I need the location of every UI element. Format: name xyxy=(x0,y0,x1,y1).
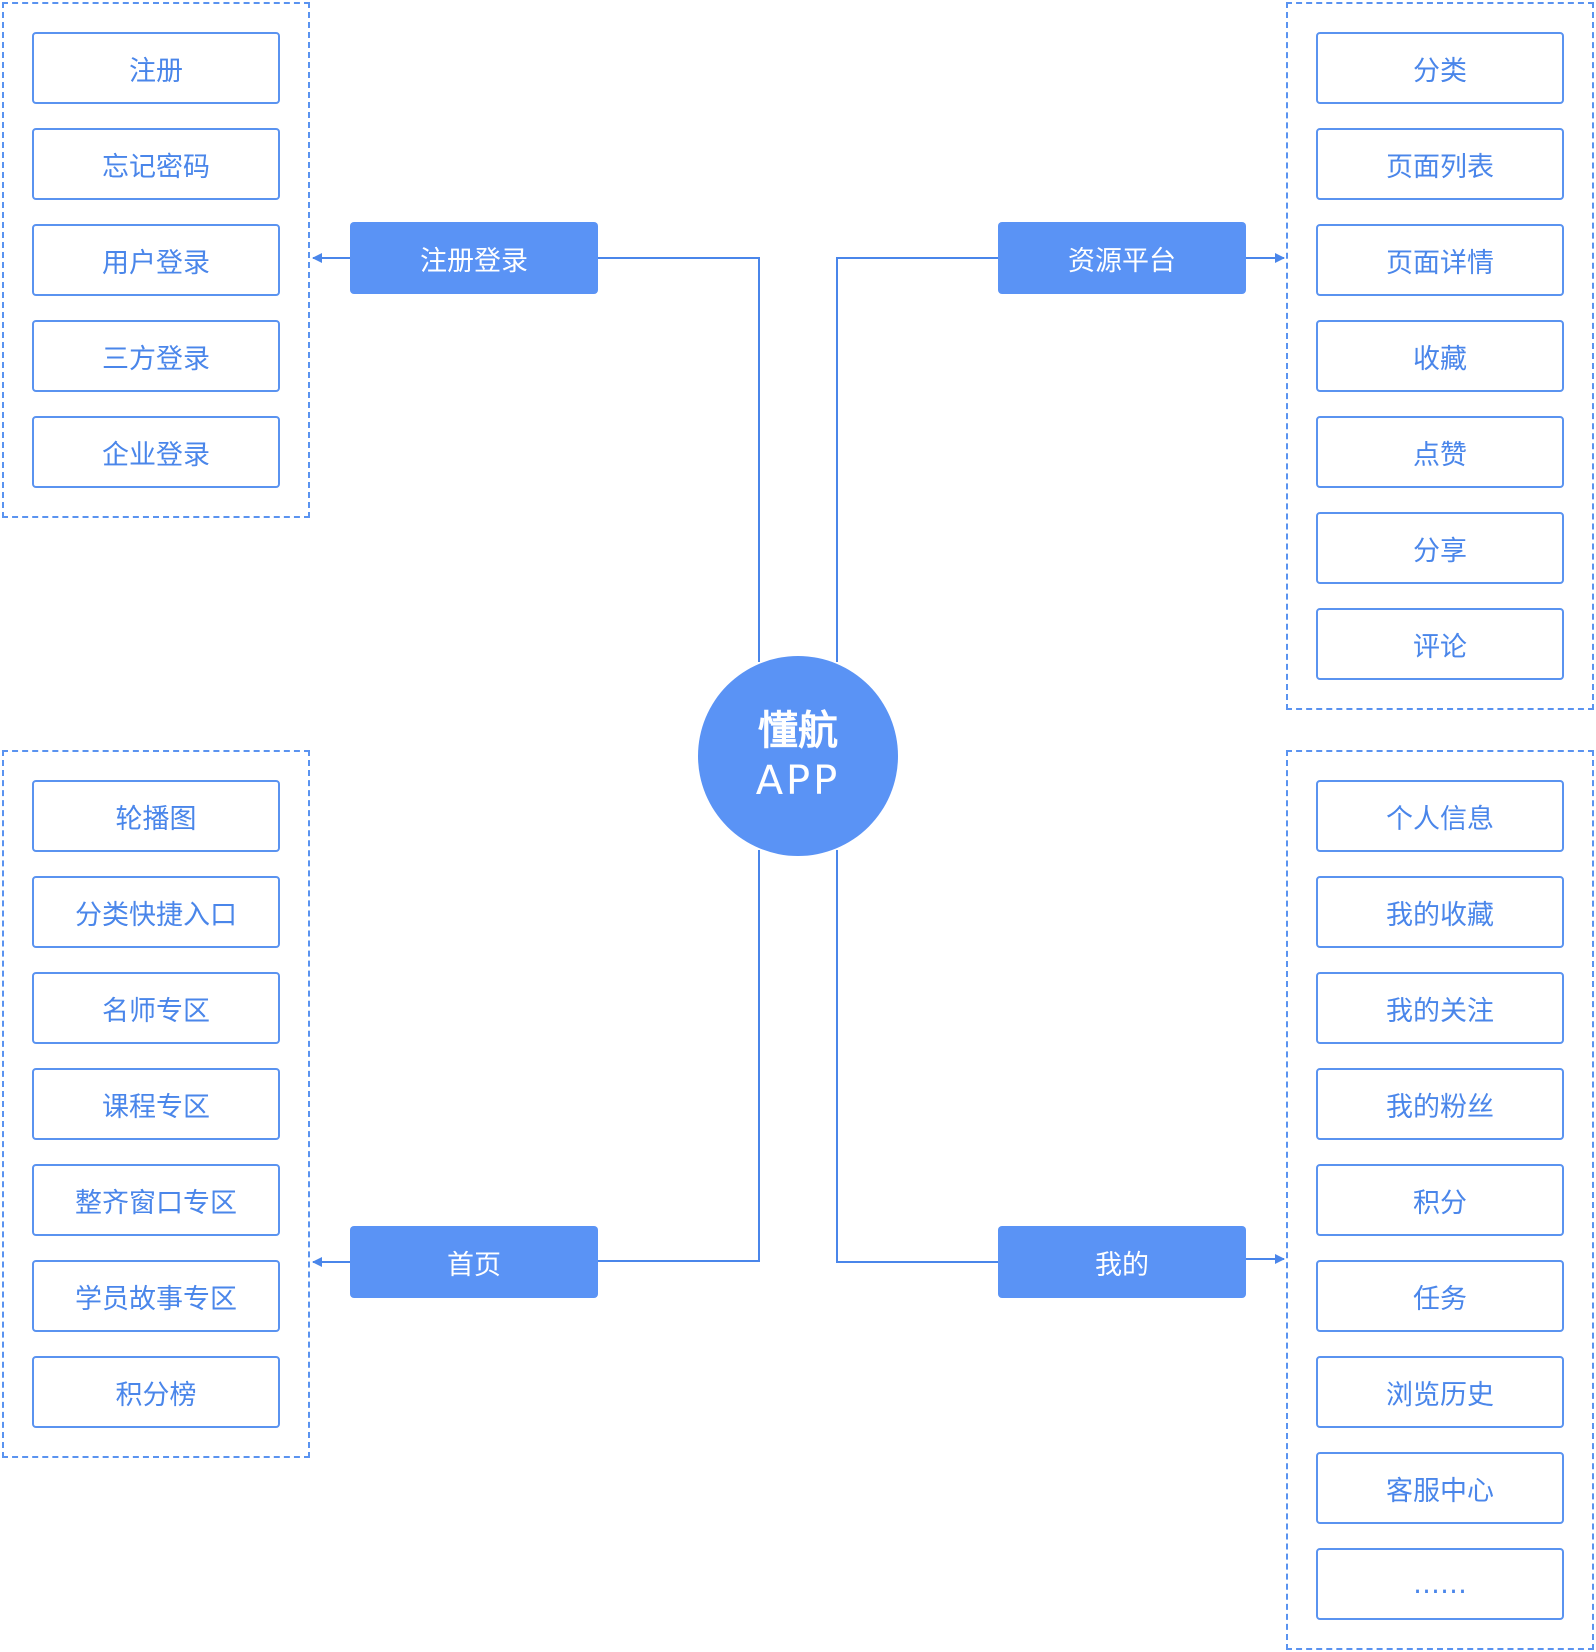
group-frame-mine xyxy=(1286,750,1594,1650)
group-frame-login xyxy=(2,2,310,518)
connector-home xyxy=(596,850,760,1262)
leaf-home-1[interactable]: 分类快捷入口 xyxy=(32,876,280,948)
leaf-login-2[interactable]: 用户登录 xyxy=(32,224,280,296)
leaf-home-2[interactable]: 名师专区 xyxy=(32,972,280,1044)
leaf-mine-7[interactable]: 客服中心 xyxy=(1316,1452,1564,1524)
leaf-resources-2[interactable]: 页面详情 xyxy=(1316,224,1564,296)
leaf-home-0[interactable]: 轮播图 xyxy=(32,780,280,852)
leaf-login-1[interactable]: 忘记密码 xyxy=(32,128,280,200)
leaf-resources-4[interactable]: 点赞 xyxy=(1316,416,1564,488)
leaf-login-4[interactable]: 企业登录 xyxy=(32,416,280,488)
leaf-resources-1[interactable]: 页面列表 xyxy=(1316,128,1564,200)
leaf-resources-5[interactable]: 分享 xyxy=(1316,512,1564,584)
leaf-mine-5[interactable]: 任务 xyxy=(1316,1260,1564,1332)
center-title: 懂航 xyxy=(758,708,838,754)
branch-mine[interactable]: 我的 xyxy=(998,1226,1246,1298)
branch-resources[interactable]: 资源平台 xyxy=(998,222,1246,294)
leaf-resources-0[interactable]: 分类 xyxy=(1316,32,1564,104)
leaf-mine-6[interactable]: 浏览历史 xyxy=(1316,1356,1564,1428)
leaf-mine-8[interactable]: …… xyxy=(1316,1548,1564,1620)
branch-login[interactable]: 注册登录 xyxy=(350,222,598,294)
leaf-home-4[interactable]: 整齐窗口专区 xyxy=(32,1164,280,1236)
branch-home[interactable]: 首页 xyxy=(350,1226,598,1298)
leaf-login-0[interactable]: 注册 xyxy=(32,32,280,104)
connector-login xyxy=(596,257,760,662)
group-frame-resources xyxy=(1286,2,1594,710)
leaf-home-3[interactable]: 课程专区 xyxy=(32,1068,280,1140)
leaf-mine-2[interactable]: 我的关注 xyxy=(1316,972,1564,1044)
leaf-home-5[interactable]: 学员故事专区 xyxy=(32,1260,280,1332)
connector-resources xyxy=(836,257,998,662)
leaf-mine-4[interactable]: 积分 xyxy=(1316,1164,1564,1236)
group-frame-home xyxy=(2,750,310,1458)
center-node[interactable]: 懂航 APP xyxy=(698,656,898,856)
center-subtitle: APP xyxy=(755,758,841,804)
leaf-mine-1[interactable]: 我的收藏 xyxy=(1316,876,1564,948)
leaf-login-3[interactable]: 三方登录 xyxy=(32,320,280,392)
leaf-mine-0[interactable]: 个人信息 xyxy=(1316,780,1564,852)
leaf-home-6[interactable]: 积分榜 xyxy=(32,1356,280,1428)
connector-mine xyxy=(836,850,998,1263)
leaf-resources-6[interactable]: 评论 xyxy=(1316,608,1564,680)
leaf-mine-3[interactable]: 我的粉丝 xyxy=(1316,1068,1564,1140)
leaf-resources-3[interactable]: 收藏 xyxy=(1316,320,1564,392)
